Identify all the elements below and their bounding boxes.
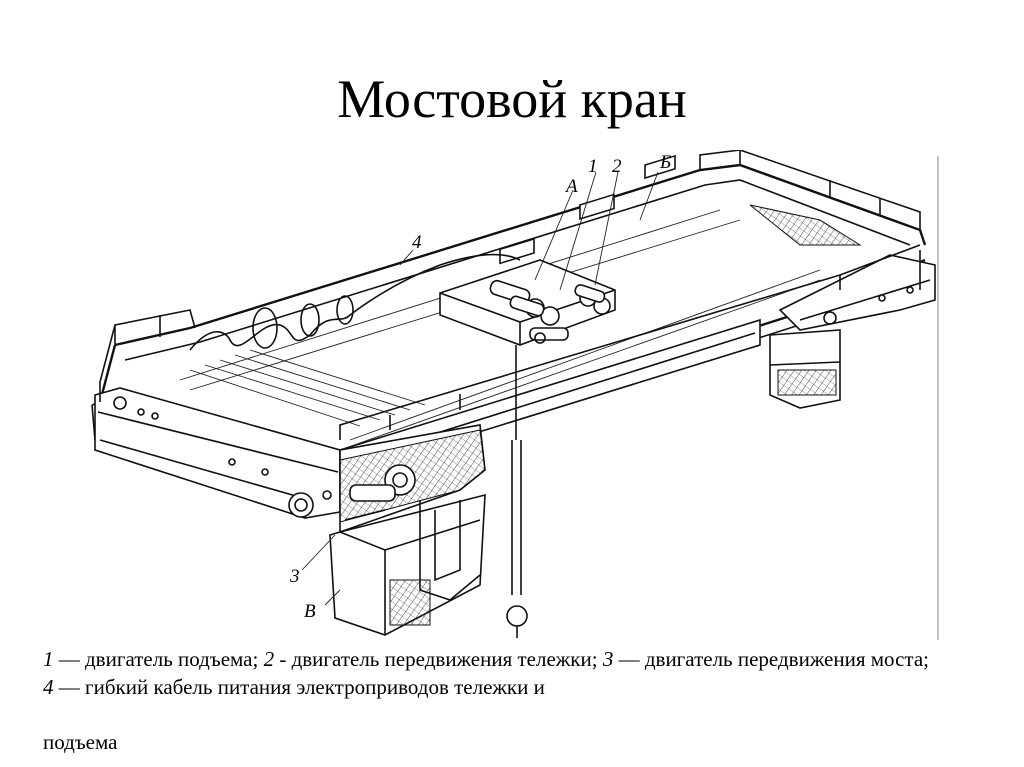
callout-4: 4 <box>412 232 422 253</box>
caption-tail: подъема <box>43 730 118 754</box>
caption-num-4: 4 <box>43 675 54 699</box>
flexible-cable <box>189 253 521 351</box>
left-cabin <box>329 424 486 636</box>
right-cabin <box>769 329 841 409</box>
callout-v: В <box>304 601 316 622</box>
hook-block <box>506 345 528 638</box>
trolley <box>439 259 616 346</box>
caption-text-4: — гибкий кабель питания электроприводов … <box>53 675 545 699</box>
overhead-crane-drawing: А 1 2 Б 4 3 В <box>40 150 945 642</box>
caption-text-1: — двигатель подъема; <box>53 647 264 671</box>
caption-text-2: - двигатель передвижения тележки; <box>274 647 603 671</box>
guard-rails <box>99 150 921 440</box>
caption-text-3: — двигатель передвижения моста; <box>613 647 929 671</box>
girder-side-boxes <box>499 154 676 265</box>
figure-caption: 1 — двигатель подъема; 2 - двигатель пер… <box>43 645 943 701</box>
callout-1: 1 <box>588 156 598 177</box>
callout-b: Б <box>659 152 671 173</box>
callout-a: А <box>564 176 578 197</box>
callout-3: 3 <box>289 566 300 587</box>
caption-num-2: 2 <box>263 647 275 671</box>
caption-num-3: 3 <box>602 647 614 671</box>
callout-2: 2 <box>612 156 622 177</box>
caption-num-1: 1 <box>43 647 54 671</box>
slide-title: Мостовой кран <box>337 69 687 129</box>
leader-lines <box>301 171 659 606</box>
